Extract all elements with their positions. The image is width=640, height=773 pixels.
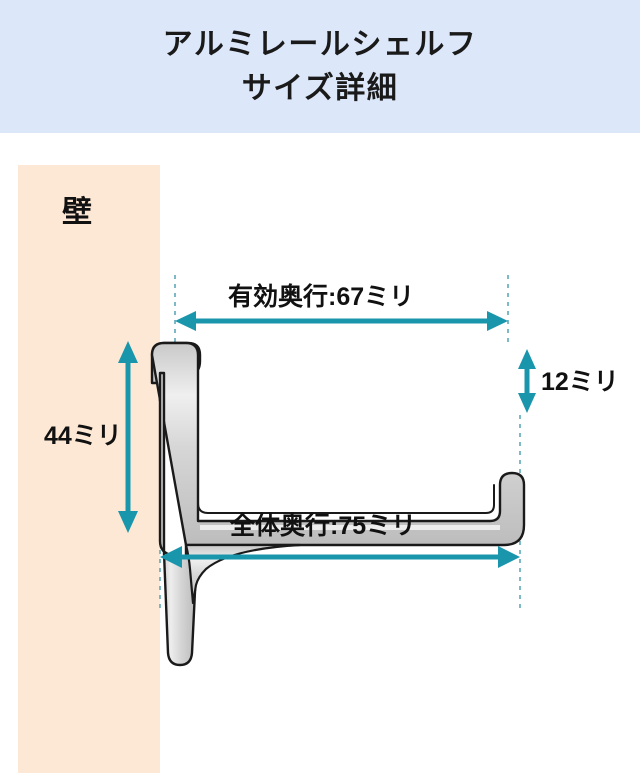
page-title-line-1: アルミレールシェルフ — [162, 28, 478, 61]
shelf-body — [150, 341, 526, 547]
dimension-label-lip-height: 12ミリ — [541, 368, 619, 396]
arrowhead-total-right — [498, 546, 520, 568]
arrowhead-lip-bottom — [518, 393, 536, 413]
arrowhead-lip-top — [518, 349, 536, 369]
dimension-extension-lines — [159, 275, 521, 611]
bracket-profile — [150, 341, 526, 667]
page-title-line-2: サイズ詳細 — [241, 71, 399, 105]
wall-label: 壁 — [62, 196, 93, 229]
shelf-highlight — [200, 525, 500, 530]
channel-inner-edge — [197, 354, 495, 514]
page-header: アルミレールシェルフ サイズ詳細 — [0, 0, 640, 133]
arrowhead-total-left — [160, 546, 182, 568]
arrowhead-effective-right — [487, 311, 508, 331]
dimension-label-overall-height: 44ミリ — [44, 422, 122, 450]
dimension-label-effective-depth: 有効奥行:67ミリ — [228, 283, 415, 311]
diagram-canvas — [18, 165, 536, 773]
arrowhead-effective-left — [175, 311, 196, 331]
shelf-cross-section-diagram: 壁 有効奥行:67ミリ 全体奥行:75ミリ 44ミリ 12ミリ — [0, 133, 640, 773]
leg-shelf-fillet — [184, 543, 302, 605]
wall-block — [18, 165, 160, 773]
dimension-arrows — [118, 311, 536, 568]
dimension-label-total-depth: 全体奥行:75ミリ — [230, 512, 417, 540]
arrowhead-height-top — [118, 341, 138, 363]
arrowhead-height-bottom — [118, 511, 138, 533]
